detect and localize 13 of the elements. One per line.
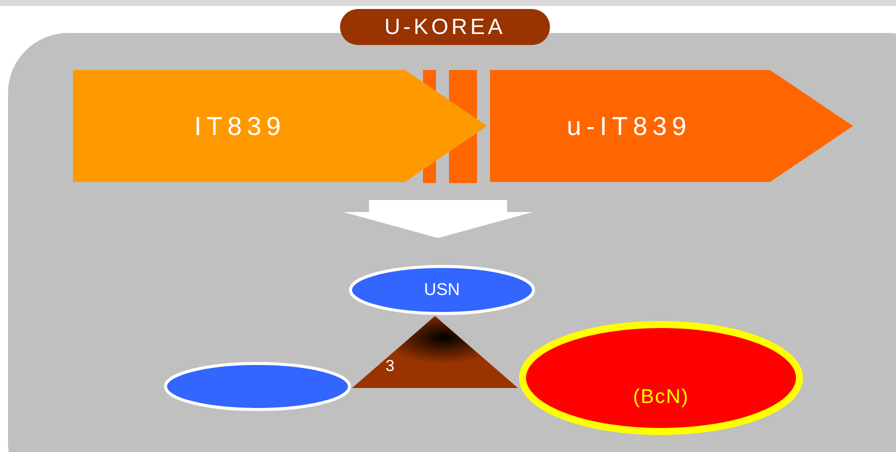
node-label: IT839 [194, 110, 286, 142]
ellipse [519, 321, 803, 435]
title-pill: U-KOREA [340, 9, 550, 45]
node-label: u-IT839 [566, 110, 692, 142]
arrow-shape [73, 70, 487, 182]
ellipse [349, 265, 535, 315]
block-arrow [343, 200, 533, 238]
triangle [352, 316, 518, 388]
node-label: (BcN) [632, 386, 690, 408]
blank-ellipse [164, 362, 351, 411]
node-label: 3 [386, 358, 394, 376]
node-label: USN [424, 280, 460, 300]
arrow-shape [490, 70, 853, 182]
